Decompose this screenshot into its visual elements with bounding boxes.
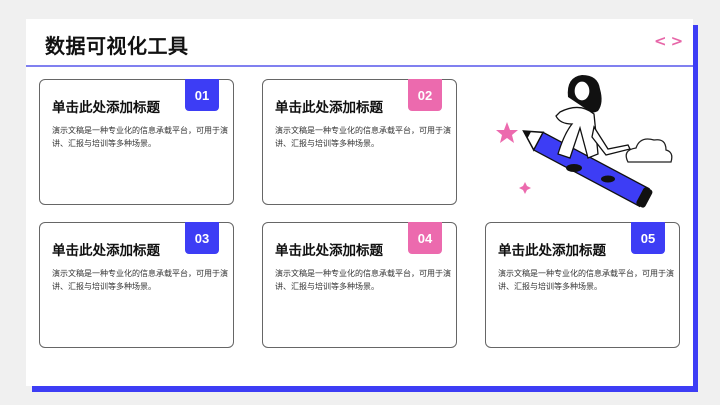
card-number-badge: 03	[185, 222, 219, 254]
slide-shadow-right	[693, 25, 698, 392]
page-title: 数据可视化工具	[45, 34, 189, 58]
header-divider	[26, 65, 693, 67]
woman-on-pencil-illustration	[496, 75, 673, 208]
star-icon	[496, 122, 518, 143]
card-body[interactable]: 演示文稿是一种专业化的信息承载平台，可用于演讲、汇报与培训等多种场景。	[275, 126, 451, 148]
card-body[interactable]: 演示文稿是一种专业化的信息承载平台，可用于演讲、汇报与培训等多种场景。	[52, 269, 228, 291]
card-number-badge: 04	[408, 222, 442, 254]
card-number-badge: 02	[408, 79, 442, 111]
chevron-left-icon[interactable]: <	[654, 32, 671, 50]
card-title[interactable]: 单击此处添加标题	[275, 243, 383, 259]
card-body[interactable]: 演示文稿是一种专业化的信息承载平台，可用于演讲、汇报与培训等多种场景。	[275, 269, 451, 291]
card-1[interactable]: 01 单击此处添加标题 演示文稿是一种专业化的信息承载平台，可用于演讲、汇报与培…	[39, 79, 234, 205]
slide-shadow-bottom	[32, 386, 698, 392]
card-4[interactable]: 04 单击此处添加标题 演示文稿是一种专业化的信息承载平台，可用于演讲、汇报与培…	[262, 222, 457, 348]
card-2[interactable]: 02 单击此处添加标题 演示文稿是一种专业化的信息承载平台，可用于演讲、汇报与培…	[262, 79, 457, 205]
chevron-right-icon[interactable]: >	[670, 32, 688, 50]
card-3[interactable]: 03 单击此处添加标题 演示文稿是一种专业化的信息承载平台，可用于演讲、汇报与培…	[39, 222, 234, 348]
card-title[interactable]: 单击此处添加标题	[52, 243, 160, 259]
nav-arrows: <>	[654, 32, 687, 50]
card-5[interactable]: 05 单击此处添加标题 演示文稿是一种专业化的信息承载平台，可用于演讲、汇报与培…	[485, 222, 680, 348]
sparkle-icon	[519, 182, 531, 194]
card-title[interactable]: 单击此处添加标题	[52, 100, 160, 116]
card-title[interactable]: 单击此处添加标题	[275, 100, 383, 116]
card-number-badge: 05	[631, 222, 665, 254]
card-body[interactable]: 演示文稿是一种专业化的信息承载平台，可用于演讲、汇报与培训等多种场景。	[498, 269, 674, 291]
card-number-badge: 01	[185, 79, 219, 111]
card-body[interactable]: 演示文稿是一种专业化的信息承载平台，可用于演讲、汇报与培训等多种场景。	[52, 126, 228, 148]
cloud-icon	[625, 138, 673, 163]
card-title[interactable]: 单击此处添加标题	[498, 243, 606, 259]
